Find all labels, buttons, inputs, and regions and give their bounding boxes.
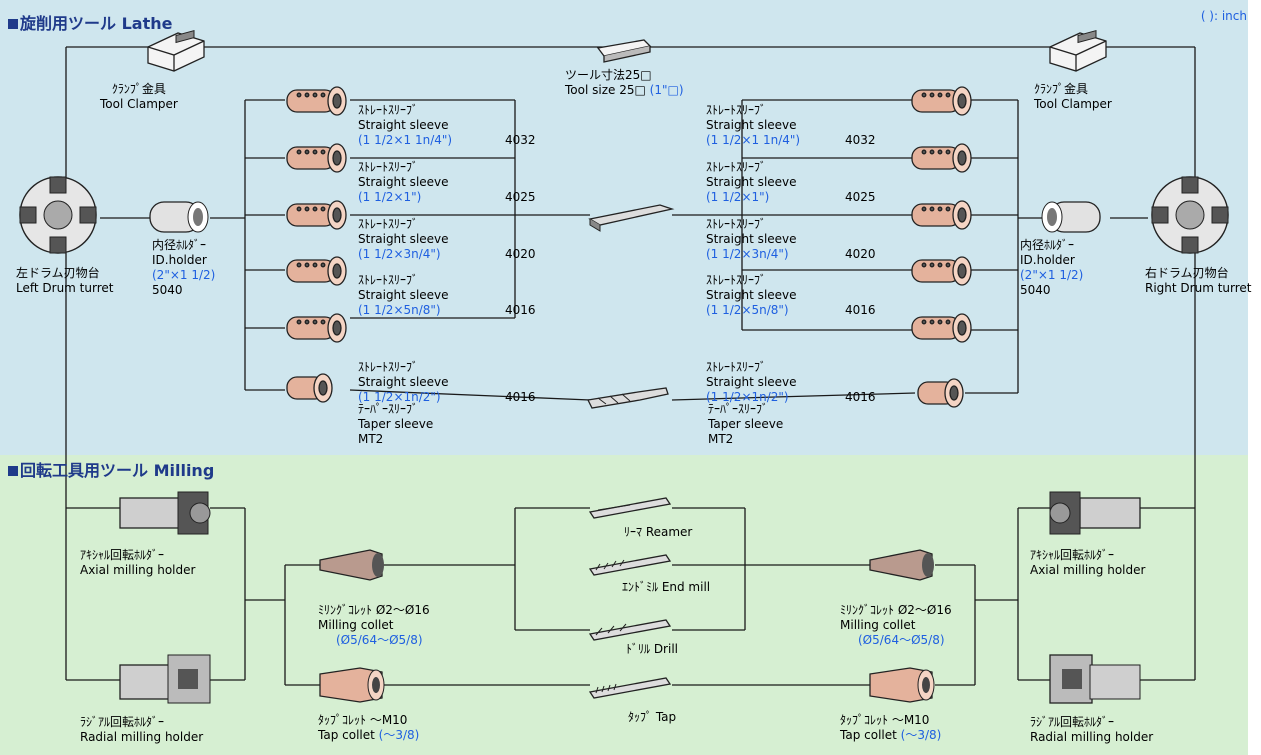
right-straight-sleeve-icon [911, 256, 972, 286]
tap-label: ﾀｯﾌﾟ Tap [628, 710, 677, 724]
sleeve-inch-size: (1 1/2×1 1n/4") [358, 133, 453, 147]
left-milling-collet-label: ﾐﾘﾝｸﾞｺﾚｯﾄ Ø2～Ø16 Milling collet (Ø5/64～Ø… [318, 603, 430, 647]
right-sleeve-code: 4025 [845, 190, 876, 204]
end-mill-label: ｴﾝﾄﾞﾐﾙ End mill [622, 580, 711, 594]
right-straight-sleeve-icon [911, 313, 972, 343]
milling-section-title: 回転工具用ツール Milling [8, 457, 214, 481]
right-axial-holder-label: ｱｷｼｬﾙ回転ﾎﾙﾀﾞｰ Axial milling holder [1030, 548, 1146, 577]
right-straight-sleeve-icon [911, 200, 972, 230]
sleeve-inch-size: (1 1/2×1n/2") [358, 390, 441, 404]
left-milling-collet-icon [319, 549, 384, 581]
lathe-section-title: 旋削用ツール Lathe [8, 10, 172, 34]
right-sleeve-code: 4016 [845, 303, 876, 317]
left-id-holder-icon [149, 201, 209, 233]
boring-bar-icon [588, 204, 675, 232]
left-straight-sleeve-icon [286, 86, 347, 116]
right-turret-label: 右ドラム刃物台 Right Drum turret [1145, 266, 1252, 295]
reamer-label: ﾘｰﾏ Reamer [624, 525, 693, 539]
right-id-holder-label: 内径ﾎﾙﾀﾞｰ ID.holder (2"×1 1/2) 5040 [1020, 238, 1084, 297]
right-taper-sleeve-label: ﾃｰﾊﾟｰｽﾘｰﾌﾞ Taper sleeve MT2 [708, 402, 784, 446]
right-tap-collet-icon [869, 667, 935, 703]
left-tap-collet-label: ﾀｯﾌﾟｺﾚｯﾄ ～M10 Tap collet (～3/8) [318, 713, 420, 742]
right-milling-collet-label: ﾐﾘﾝｸﾞｺﾚｯﾄ Ø2～Ø16 Milling collet (Ø5/64～Ø… [840, 603, 952, 647]
unit-note: ( ): inch [1200, 9, 1247, 23]
left-sleeve-code: 4032 [505, 133, 536, 147]
right-sleeve-code: 4032 [845, 133, 876, 147]
left-drum-turret-icon [19, 176, 97, 254]
sleeve-inch-size: (1 1/2×5n/8") [358, 303, 441, 317]
left-sleeve-code: 4020 [505, 247, 536, 261]
lathe-section-background [0, 0, 1248, 455]
right-drum-turret-icon [1151, 176, 1229, 254]
left-tap-collet-icon [319, 667, 385, 703]
sleeve-inch-size: (1 1/2×1") [358, 190, 422, 204]
right-straight-sleeve-icon [911, 143, 972, 173]
left-radial-holder-icon [119, 654, 211, 704]
left-taper-sleeve-label: ﾃｰﾊﾟｰｽﾘｰﾌﾞ Taper sleeve MT2 [358, 402, 434, 446]
left-straight-sleeve-icon [286, 143, 347, 173]
right-radial-holder-icon [1049, 654, 1141, 704]
drill-bit-icon [587, 387, 669, 409]
right-radial-holder-label: ﾗｼﾞｱﾙ回転ﾎﾙﾀﾞｰ Radial milling holder [1030, 715, 1154, 744]
left-clamper-icon [147, 30, 205, 72]
right-sleeve-code: 4016 [845, 390, 876, 404]
right-clamper-label: ｸﾗﾝﾌﾟ金具 Tool Clamper [1034, 82, 1112, 111]
tool-size-label: ツール寸法25□ Tool size 25□ (1"□) [565, 68, 684, 97]
left-straight-sleeve-icon [286, 313, 347, 343]
drill-icon [588, 619, 672, 641]
left-axial-holder-icon [119, 491, 211, 535]
left-sleeve-code: 4016 [505, 303, 536, 317]
sleeve-inch-size: (1 1/2×1") [706, 190, 770, 204]
left-axial-holder-label: ｱｷｼｬﾙ回転ﾎﾙﾀﾞｰ Axial milling holder [80, 548, 196, 577]
left-sleeve-code: 4025 [505, 190, 536, 204]
left-clamper-label: ｸﾗﾝﾌﾟ金具 Tool Clamper [100, 82, 178, 111]
right-axial-holder-icon [1049, 491, 1141, 535]
right-clamper-icon [1049, 30, 1107, 72]
left-straight-sleeve-icon [286, 256, 347, 286]
right-milling-collet-icon [869, 549, 934, 581]
sleeve-inch-size: (1 1/2×5n/8") [706, 303, 789, 317]
left-turret-label: 左ドラム刃物台 Left Drum turret [16, 266, 114, 295]
left-id-holder-label: 内径ﾎﾙﾀﾞｰ ID.holder (2"×1 1/2) 5040 [152, 238, 216, 297]
right-id-holder-icon [1041, 201, 1101, 233]
right-tap-collet-label: ﾀｯﾌﾟｺﾚｯﾄ ～M10 Tap collet (～3/8) [840, 713, 942, 742]
right-sleeve-code: 4020 [845, 247, 876, 261]
drill-label: ﾄﾞﾘﾙ Drill [626, 642, 678, 656]
end-mill-icon [588, 554, 672, 576]
left-sleeve-code: 4016 [505, 390, 536, 404]
left-straight-sleeve-icon [286, 200, 347, 230]
sleeve-inch-size: (1 1/2×3n/4") [358, 247, 441, 261]
tap-icon [588, 677, 672, 699]
left-radial-holder-label: ﾗｼﾞｱﾙ回転ﾎﾙﾀﾞｰ Radial milling holder [80, 715, 204, 744]
right-straight-sleeve-icon [911, 86, 972, 116]
sleeve-inch-size: (1 1/2×1n/2") [706, 390, 789, 404]
reamer-icon [588, 497, 672, 519]
right-taper-sleeve-icon [917, 378, 964, 408]
tool-bit-icon [596, 39, 652, 63]
left-taper-sleeve-icon [286, 373, 333, 403]
sleeve-inch-size: (1 1/2×1 1n/4") [706, 133, 801, 147]
sleeve-inch-size: (1 1/2×3n/4") [706, 247, 789, 261]
